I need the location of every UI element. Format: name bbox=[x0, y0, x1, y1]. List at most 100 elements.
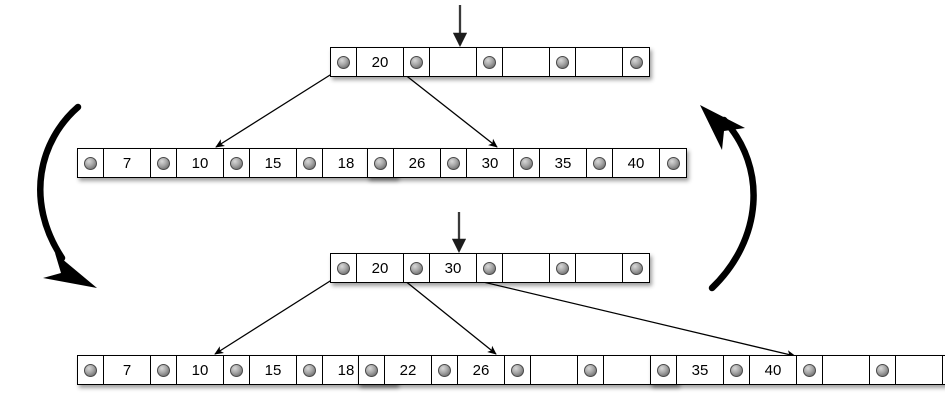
pointer-bubble-icon bbox=[629, 261, 643, 275]
key-cell: 26 bbox=[458, 356, 505, 384]
pointer-bubble-icon bbox=[303, 363, 316, 377]
key-label: 35 bbox=[554, 154, 572, 172]
key-cell: 22 bbox=[385, 356, 432, 384]
leaf-node-after-right: 35 40 bbox=[650, 355, 945, 385]
key-label: 20 bbox=[371, 53, 389, 71]
pointer-cell bbox=[78, 356, 104, 384]
pointer-cell bbox=[368, 149, 394, 177]
pointer-bubble-icon bbox=[483, 55, 496, 69]
key-cell: 35 bbox=[540, 149, 587, 177]
key-label: 10 bbox=[191, 154, 209, 172]
pointer-bubble-icon bbox=[803, 363, 816, 377]
empty-cell bbox=[531, 356, 578, 384]
leaf-node-after-middle: 22 26 bbox=[358, 355, 678, 385]
pointer-cell bbox=[432, 356, 458, 384]
empty-cell bbox=[503, 254, 550, 282]
pointer-bubble-icon bbox=[84, 156, 97, 170]
key-label: 10 bbox=[191, 361, 209, 379]
pointer-bubble-icon bbox=[876, 363, 889, 377]
key-label: 30 bbox=[481, 154, 499, 172]
pointer-cell bbox=[404, 48, 430, 76]
leaf-node-before-right: 26 30 35 40 bbox=[367, 148, 687, 178]
child-link-root-to-right-leaf bbox=[398, 69, 498, 148]
pointer-cell bbox=[404, 254, 430, 282]
key-cell: 7 bbox=[104, 356, 151, 384]
empty-cell bbox=[896, 356, 943, 384]
key-label: 30 bbox=[444, 259, 462, 277]
empty-cell bbox=[576, 48, 623, 76]
pointer-bubble-icon bbox=[511, 363, 524, 377]
key-cell: 15 bbox=[250, 356, 297, 384]
pointer-cell bbox=[797, 356, 823, 384]
empty-cell bbox=[823, 356, 870, 384]
key-cell: 30 bbox=[467, 149, 514, 177]
key-label: 15 bbox=[264, 154, 282, 172]
pointer-bubble-icon bbox=[365, 363, 378, 377]
pointer-cell bbox=[587, 149, 613, 177]
pointer-bubble-icon bbox=[657, 363, 670, 377]
pointer-cell bbox=[331, 48, 357, 76]
key-cell: 20 bbox=[357, 254, 404, 282]
pointer-cell bbox=[550, 48, 576, 76]
pointer-cell bbox=[224, 149, 250, 177]
key-label: 22 bbox=[399, 361, 417, 379]
pointer-bubble-icon bbox=[337, 55, 350, 69]
pointer-bubble-icon bbox=[438, 363, 451, 377]
pointer-bubble-icon bbox=[483, 261, 496, 275]
root-node-before-split: 20 bbox=[330, 47, 650, 77]
key-label: 26 bbox=[408, 154, 426, 172]
pointer-bubble-icon bbox=[410, 55, 423, 69]
key-label: 40 bbox=[764, 361, 782, 379]
pointer-cell bbox=[623, 48, 649, 76]
key-cell: 35 bbox=[677, 356, 724, 384]
pointer-cell bbox=[550, 254, 576, 282]
pointer-cell bbox=[505, 356, 531, 384]
pointer-cell bbox=[297, 356, 323, 384]
pointer-cell bbox=[477, 48, 503, 76]
pointer-cell bbox=[224, 356, 250, 384]
pointer-cell bbox=[724, 356, 750, 384]
pointer-cell bbox=[870, 356, 896, 384]
child-link-root-to-right-leaf-after bbox=[457, 275, 796, 359]
pointer-cell bbox=[78, 149, 104, 177]
pointer-bubble-icon bbox=[84, 363, 97, 377]
pointer-bubble-icon bbox=[556, 55, 569, 69]
pointer-cell bbox=[660, 149, 686, 177]
pointer-cell bbox=[623, 254, 649, 282]
child-link-root-to-middle-leaf-after bbox=[398, 275, 497, 355]
empty-cell bbox=[503, 48, 550, 76]
key-cell: 10 bbox=[177, 149, 224, 177]
key-label: 15 bbox=[264, 361, 282, 379]
empty-cell bbox=[430, 48, 477, 76]
key-label: 40 bbox=[627, 154, 645, 172]
key-cell: 40 bbox=[613, 149, 660, 177]
key-label: 7 bbox=[122, 361, 132, 379]
flow-curve-left-head bbox=[43, 253, 97, 288]
pointer-bubble-icon bbox=[556, 261, 569, 275]
pointer-bubble-icon bbox=[584, 363, 597, 377]
pointer-cell bbox=[477, 254, 503, 282]
key-label: 20 bbox=[371, 259, 389, 277]
pointer-bubble-icon bbox=[230, 363, 243, 377]
pointer-bubble-icon bbox=[666, 156, 680, 170]
pointer-cell bbox=[578, 356, 604, 384]
flow-curve-right bbox=[708, 116, 757, 292]
pointer-bubble-icon bbox=[374, 156, 387, 170]
pointer-bubble-icon bbox=[157, 363, 170, 377]
pointer-bubble-icon bbox=[157, 156, 170, 170]
leaf-node-after-left: 7 10 15 18 bbox=[77, 355, 397, 385]
key-cell: 7 bbox=[104, 149, 151, 177]
key-label: 18 bbox=[337, 361, 355, 379]
pointer-bubble-icon bbox=[303, 156, 316, 170]
key-cell: 10 bbox=[177, 356, 224, 384]
empty-cell bbox=[576, 254, 623, 282]
flow-curve-right-head bbox=[700, 105, 745, 150]
pointer-cell bbox=[441, 149, 467, 177]
key-cell: 20 bbox=[357, 48, 404, 76]
pointer-bubble-icon bbox=[629, 55, 643, 69]
pointer-bubble-icon bbox=[410, 261, 423, 275]
pointer-cell bbox=[151, 356, 177, 384]
